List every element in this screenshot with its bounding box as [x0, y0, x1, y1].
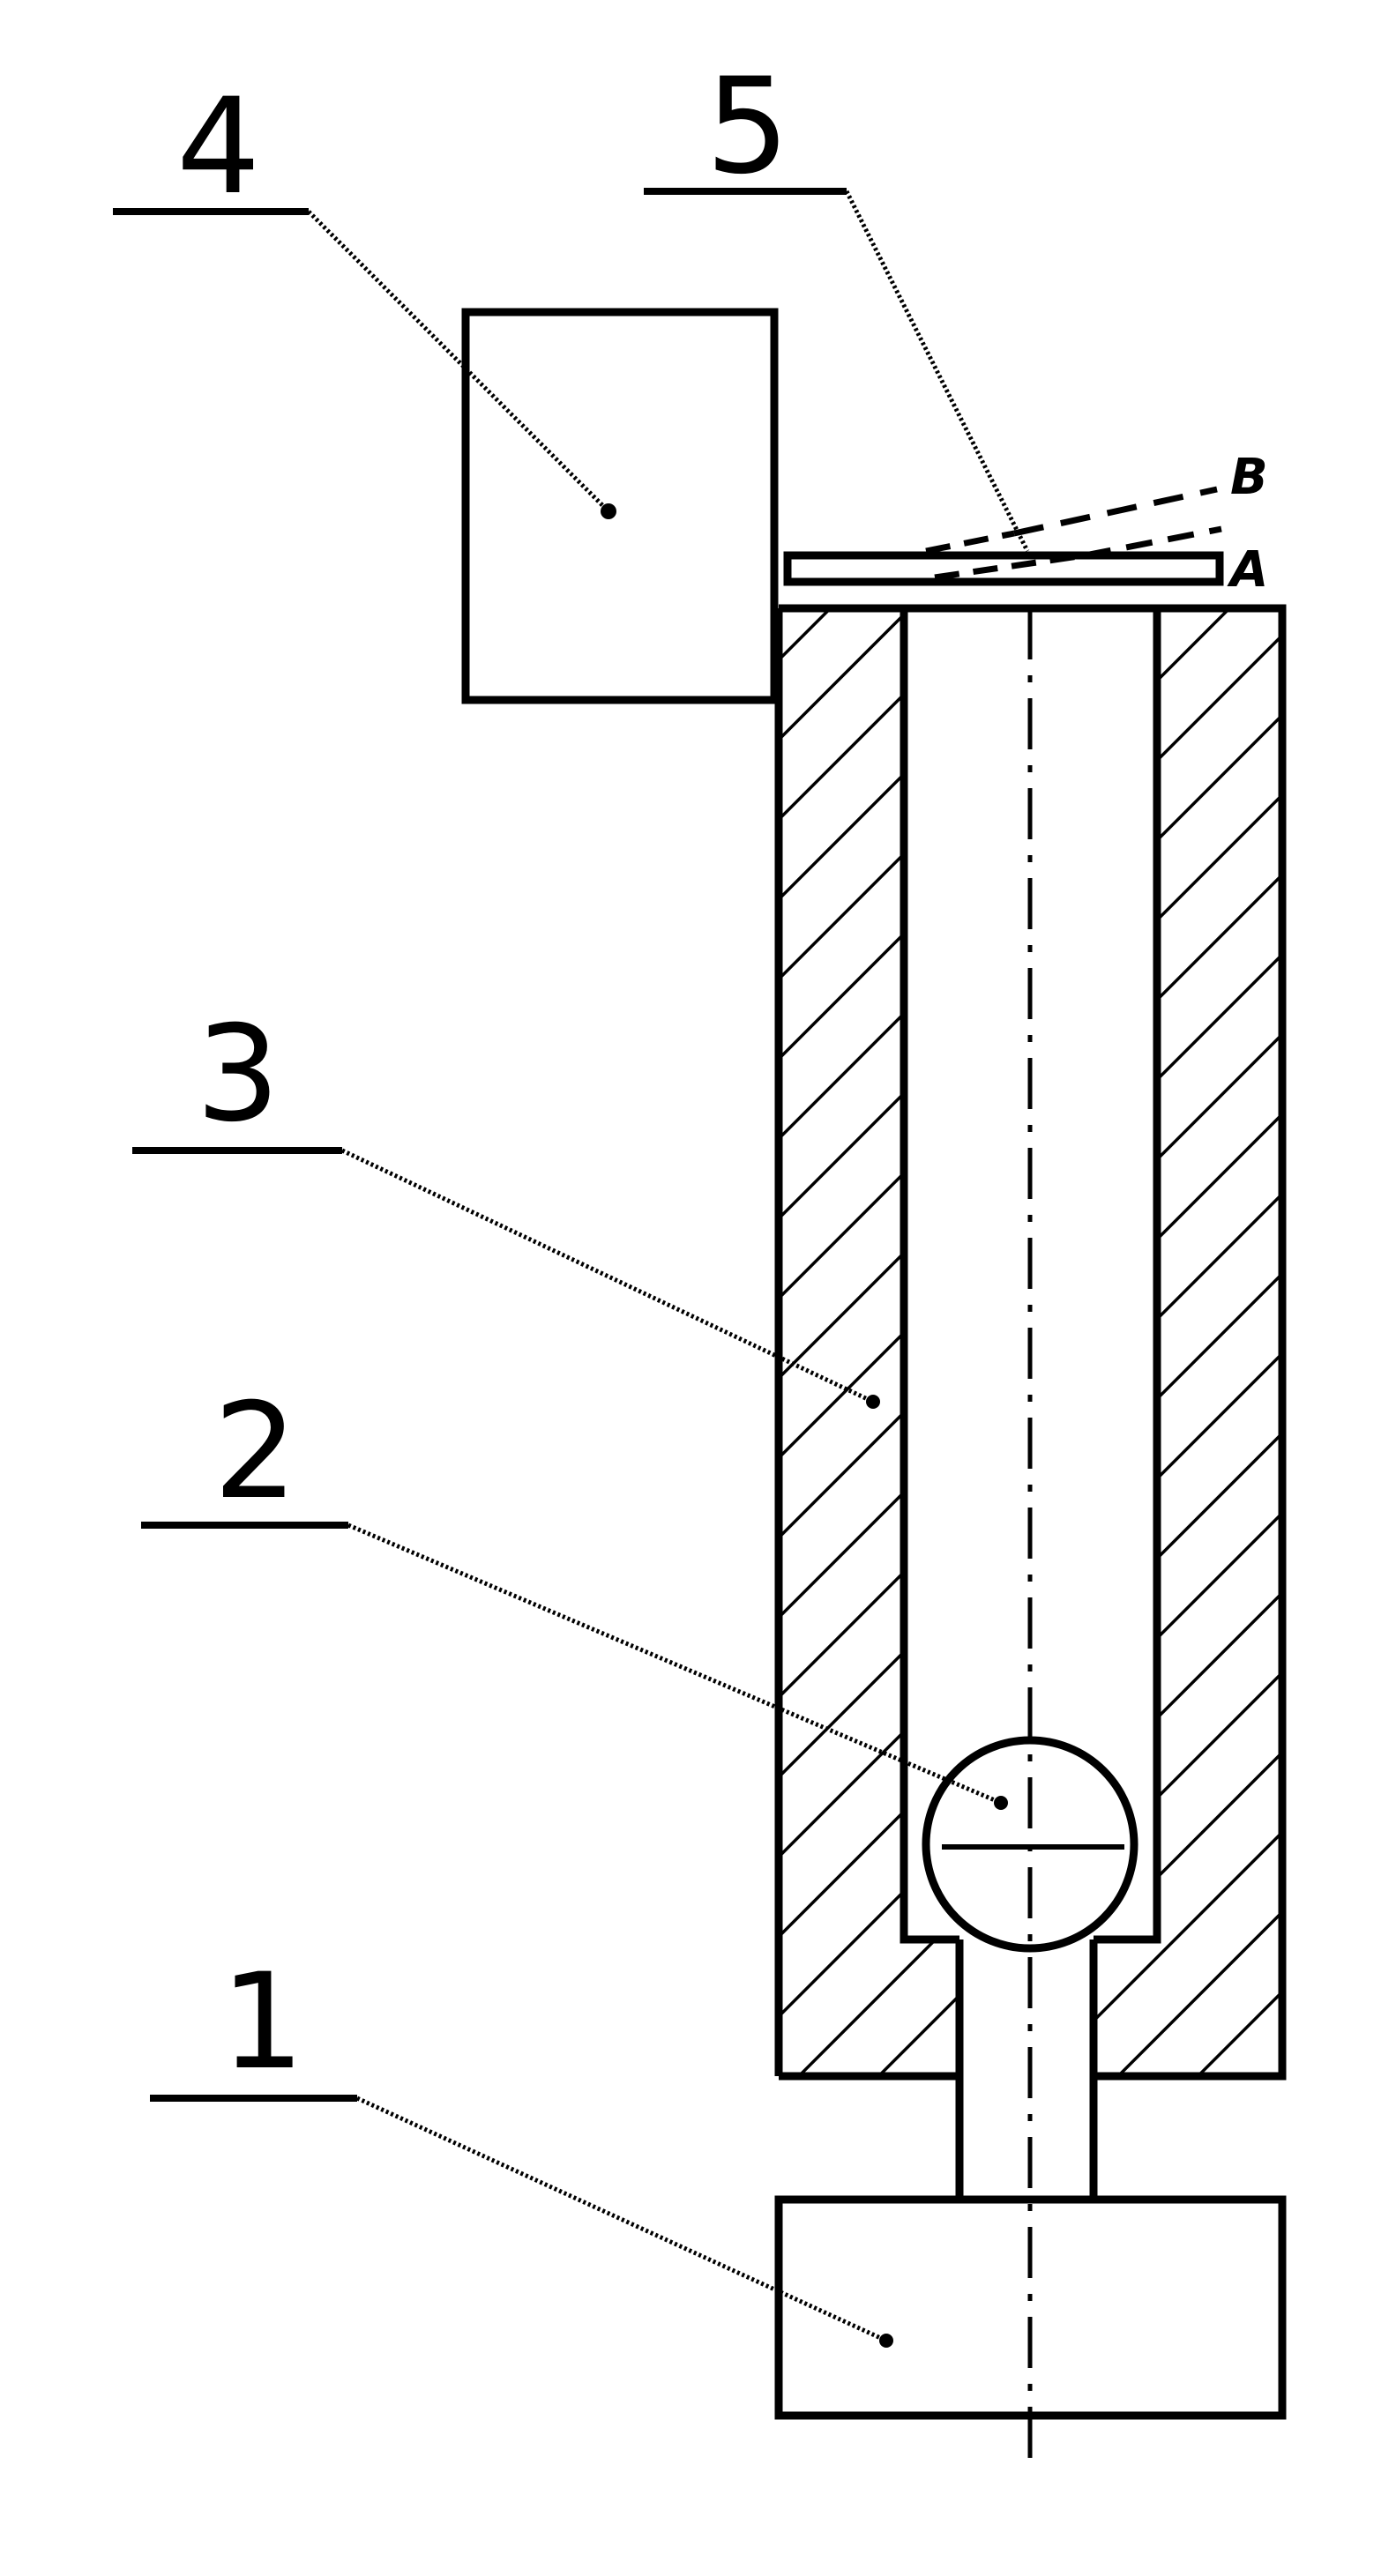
label-4: 4 [176, 71, 260, 224]
leader-2 [141, 1522, 1008, 1810]
part-4-block [461, 308, 779, 704]
label-position-b: B [1230, 449, 1268, 506]
leader-3 [132, 1147, 880, 1409]
part-5-deflected-position [925, 486, 1222, 581]
label-3: 3 [196, 998, 280, 1151]
piston-rod [955, 1939, 1098, 2200]
part-2-ball [922, 1736, 1138, 1953]
leader-4 [113, 208, 616, 519]
leader-5 [644, 188, 1030, 553]
label-2: 2 [213, 1375, 297, 1529]
label-position-a: A [1227, 541, 1268, 599]
part-5-plate [783, 551, 1224, 586]
leader-1 [150, 2095, 893, 2348]
part-3-cylinder [774, 604, 1287, 2081]
label-1: 1 [220, 1946, 304, 2099]
label-5: 5 [705, 50, 789, 204]
